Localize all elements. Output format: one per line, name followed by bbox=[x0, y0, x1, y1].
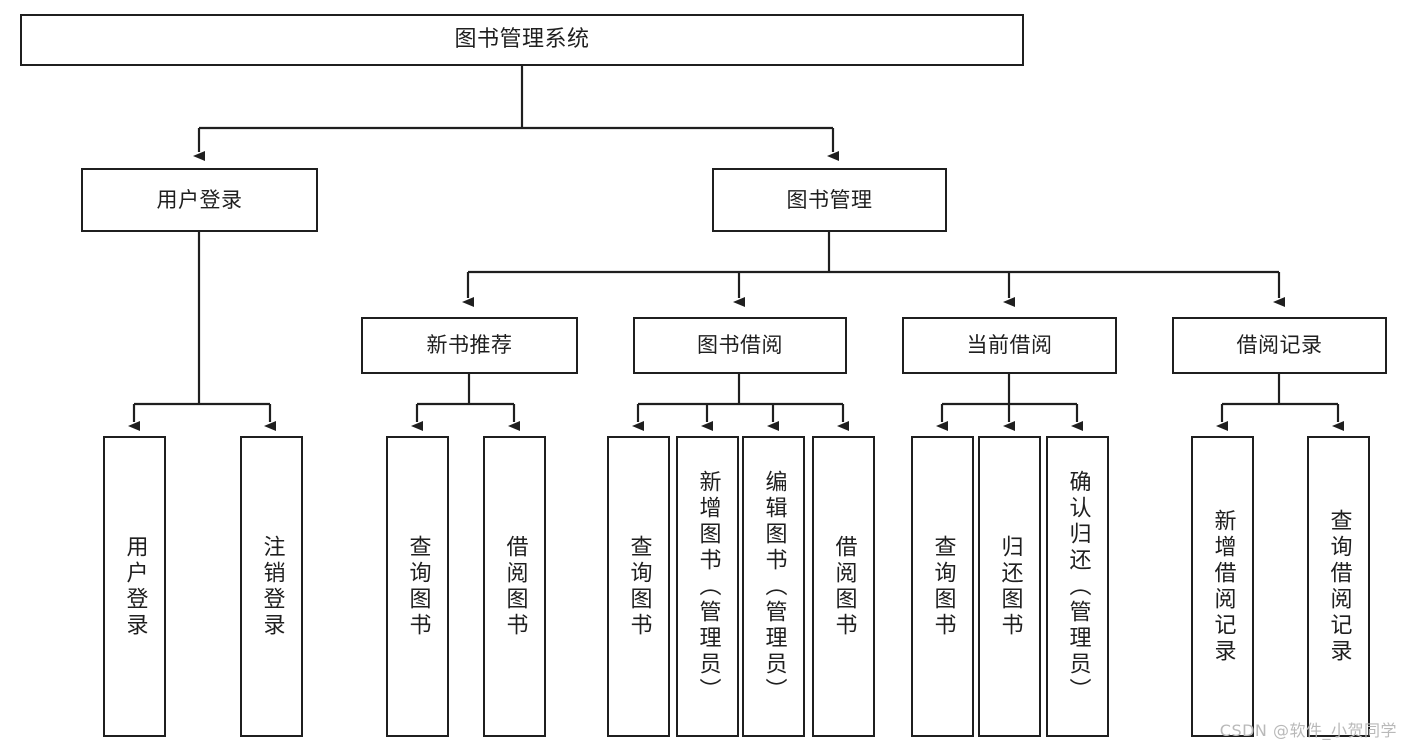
node-label: 归还图书 bbox=[997, 534, 1023, 639]
node-current-borrow[interactable]: 当前借阅 bbox=[902, 317, 1117, 374]
node-label: 图书管理 bbox=[786, 187, 873, 212]
node-label: 用户登录 bbox=[122, 534, 148, 639]
leaf-borrow-book[interactable]: 借阅图书 bbox=[812, 436, 875, 737]
node-label: 当前借阅 bbox=[966, 333, 1053, 358]
node-label: 注销登录 bbox=[259, 534, 285, 639]
node-root-book-management-system[interactable]: 图书管理系统 bbox=[20, 14, 1024, 66]
leaf-add-borrow-record[interactable]: 新增借阅记录 bbox=[1191, 436, 1254, 737]
leaf-return-book[interactable]: 归还图书 bbox=[978, 436, 1041, 737]
leaf-user-login[interactable]: 用户登录 bbox=[103, 436, 166, 737]
node-label: 查询图书 bbox=[626, 534, 652, 639]
leaf-query-book-borrow[interactable]: 查询图书 bbox=[607, 436, 670, 737]
leaf-query-book-current[interactable]: 查询图书 bbox=[911, 436, 974, 737]
node-book-management[interactable]: 图书管理 bbox=[712, 168, 947, 232]
node-label: 借阅记录 bbox=[1236, 333, 1323, 358]
leaf-query-borrow-record[interactable]: 查询借阅记录 bbox=[1307, 436, 1370, 737]
node-new-book-recommend[interactable]: 新书推荐 bbox=[361, 317, 578, 374]
csdn-watermark: CSDN @软件_小贺同学 bbox=[1219, 721, 1397, 740]
leaf-edit-book-admin[interactable]: 编辑图书（管理员） bbox=[742, 436, 805, 737]
node-label: 用户登录 bbox=[156, 187, 243, 212]
node-user-login[interactable]: 用户登录 bbox=[81, 168, 318, 232]
node-label: 新增图书（管理员） bbox=[695, 469, 721, 704]
leaf-confirm-return-admin[interactable]: 确认归还（管理员） bbox=[1046, 436, 1109, 737]
leaf-query-book-recommend[interactable]: 查询图书 bbox=[386, 436, 449, 737]
node-label: 编辑图书（管理员） bbox=[761, 469, 787, 704]
leaf-borrow-book-recommend[interactable]: 借阅图书 bbox=[483, 436, 546, 737]
node-label: 查询借阅记录 bbox=[1326, 508, 1352, 665]
node-label: 借阅图书 bbox=[831, 534, 857, 639]
node-book-borrow[interactable]: 图书借阅 bbox=[633, 317, 847, 374]
node-label: 新增借阅记录 bbox=[1210, 508, 1236, 665]
leaf-user-logout[interactable]: 注销登录 bbox=[240, 436, 303, 737]
node-label: 借阅图书 bbox=[502, 534, 528, 639]
node-label: 新书推荐 bbox=[426, 333, 513, 358]
node-label: 查询图书 bbox=[930, 534, 956, 639]
node-label: 确认归还（管理员） bbox=[1065, 469, 1091, 704]
node-label: 图书借阅 bbox=[697, 333, 783, 358]
node-borrow-records[interactable]: 借阅记录 bbox=[1172, 317, 1387, 374]
node-label: 查询图书 bbox=[405, 534, 431, 639]
leaf-add-book-admin[interactable]: 新增图书（管理员） bbox=[676, 436, 739, 737]
node-label: 图书管理系统 bbox=[454, 27, 590, 53]
